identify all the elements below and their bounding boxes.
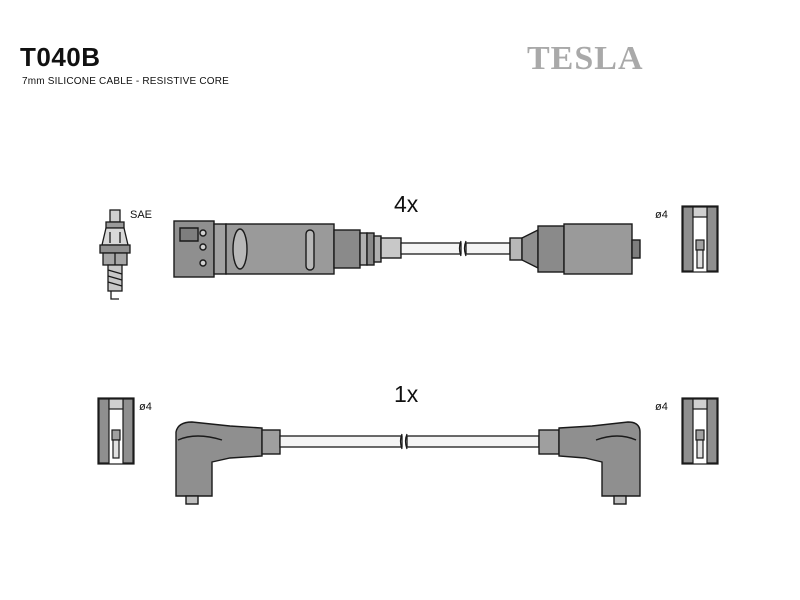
coil-boot-straight [509, 223, 641, 275]
left-terminal-icon [97, 397, 135, 465]
brand-logo: TESLA [527, 40, 644, 77]
cable-spec-subtitle: 7mm SILICONE CABLE - RESISTIVE CORE [22, 76, 230, 87]
left-terminal-diameter-label: ø4 [139, 401, 152, 413]
spark-plug-standard-label: SAE [130, 209, 152, 221]
right-terminal-icon [681, 397, 719, 465]
terminal-diameter-label: ø4 [655, 209, 668, 221]
right-terminal-diameter-label: ø4 [655, 401, 668, 413]
quantity-label-4x: 4x [394, 191, 419, 217]
quantity-label-1x: 1x [394, 381, 419, 407]
plug-boot-straight [173, 220, 402, 278]
ignition-cable-straight [400, 240, 511, 257]
part-code: T040B [20, 42, 101, 72]
ignition-cable-angled [279, 433, 540, 450]
right-angled-boot [538, 421, 641, 505]
coil-terminal-icon [681, 205, 719, 273]
spark-plug-icon [99, 209, 131, 300]
left-angled-boot [175, 421, 281, 505]
